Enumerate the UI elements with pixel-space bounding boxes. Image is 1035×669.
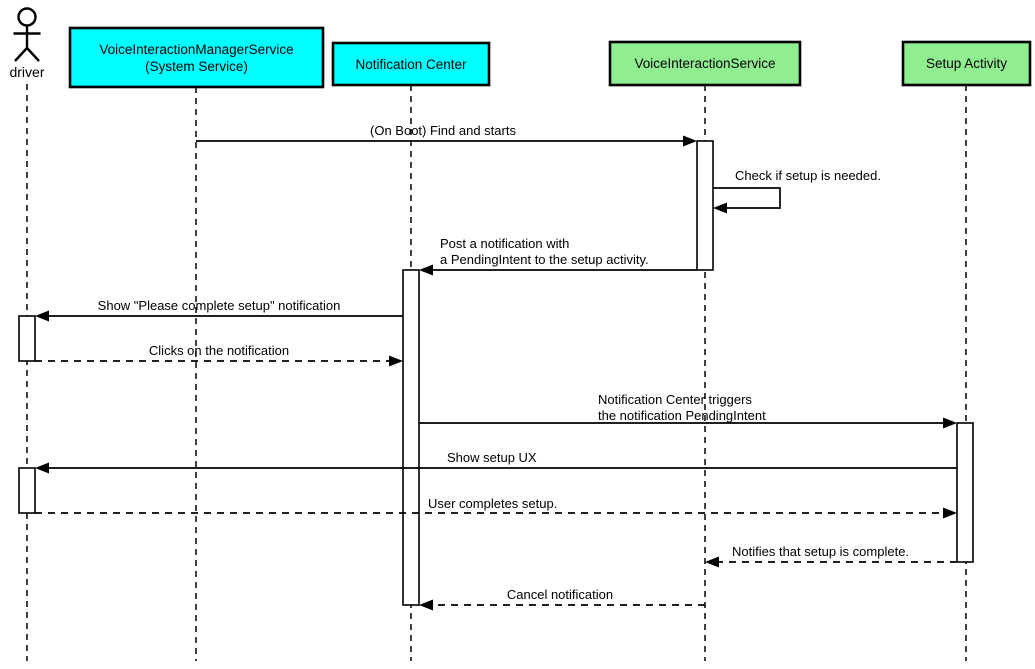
arrowhead-left-icon [35, 462, 49, 474]
participant-label-line1: VoiceInteractionManagerService [99, 42, 293, 57]
activation-voiceinteractionservice [696, 140, 714, 271]
participant-voiceinteractionmanagerservice: VoiceInteractionManagerService (System S… [68, 26, 325, 89]
participant-notification-center: Notification Center [331, 41, 491, 87]
message-label: Show "Please complete setup" notificatio… [98, 298, 341, 313]
message-notifies-that-setup-is-complete: Notifies that setup is complete. [705, 544, 957, 568]
message-self-loop-line [713, 187, 781, 209]
participant-box-voiceinteractionmanagerservice [68, 26, 325, 89]
participant-setup-activity: Setup Activity [901, 40, 1032, 87]
actor-name-label: driver [9, 64, 44, 80]
message-user-completes-setup: User completes setup. [35, 496, 957, 519]
participant-label: VoiceInteractionService [634, 56, 775, 71]
actor-icon [13, 7, 41, 62]
message-show-setup-ux: Show setup UX [35, 450, 957, 474]
message-post-a-notification: Post a notification with a PendingIntent… [419, 236, 697, 276]
actor-head [17, 7, 37, 27]
activation-driver-1 [18, 315, 36, 362]
participant-voiceinteractionservice: VoiceInteractionService [608, 40, 802, 87]
arrowhead-right-icon [389, 355, 403, 367]
arrowhead-left-icon [419, 599, 433, 611]
participant-label: Notification Center [355, 57, 467, 72]
message-label: Clicks on the notification [149, 343, 289, 358]
arrowhead-right-icon [943, 417, 957, 429]
message-show-please-complete-setup-notification: Show "Please complete setup" notificatio… [35, 298, 403, 322]
arrowhead-left-icon [705, 556, 719, 568]
message-label-line2: a PendingIntent to the setup activity. [440, 252, 649, 267]
message-cancel-notification: Cancel notification [419, 587, 705, 611]
message-label-line1: Notification Center triggers [598, 392, 752, 407]
message-label: Notifies that setup is complete. [732, 544, 909, 559]
message-notification-center-triggers-pendingintent: Notification Center triggers the notific… [419, 392, 957, 429]
participant-box-voiceinteractionservice [608, 40, 802, 87]
arrowhead-left-icon [713, 202, 727, 214]
arrowhead-left-icon [35, 310, 49, 322]
actor-driver: driver [9, 7, 45, 80]
participant-label: Setup Activity [926, 56, 1007, 71]
message-check-if-setup-is-needed: Check if setup is needed. [713, 168, 881, 214]
arrowhead-left-icon [419, 264, 433, 276]
message-label: (On Boot) Find and starts [370, 123, 516, 138]
activation-bars [18, 140, 974, 606]
participant-label-line2: (System Service) [145, 59, 248, 74]
arrowhead-right-icon [683, 135, 697, 147]
message-label: Show setup UX [447, 450, 537, 465]
message-on-boot-find-and-starts: (On Boot) Find and starts [196, 123, 697, 147]
activation-driver-2 [18, 467, 36, 514]
actor-legs [14, 47, 40, 62]
message-label: Check if setup is needed. [735, 168, 881, 183]
arrowhead-right-icon [943, 507, 957, 519]
message-clicks-on-the-notification: Clicks on the notification [35, 343, 403, 367]
participant-box-notification-center [331, 41, 491, 87]
activation-notification-center [402, 269, 420, 606]
message-label: Cancel notification [507, 587, 613, 602]
message-label-line2: the notification PendingIntent [598, 408, 766, 423]
message-label: User completes setup. [428, 496, 557, 511]
participant-box-setup-activity [901, 40, 1032, 87]
message-label-line1: Post a notification with [440, 236, 569, 251]
activation-setup-activity [956, 422, 974, 563]
